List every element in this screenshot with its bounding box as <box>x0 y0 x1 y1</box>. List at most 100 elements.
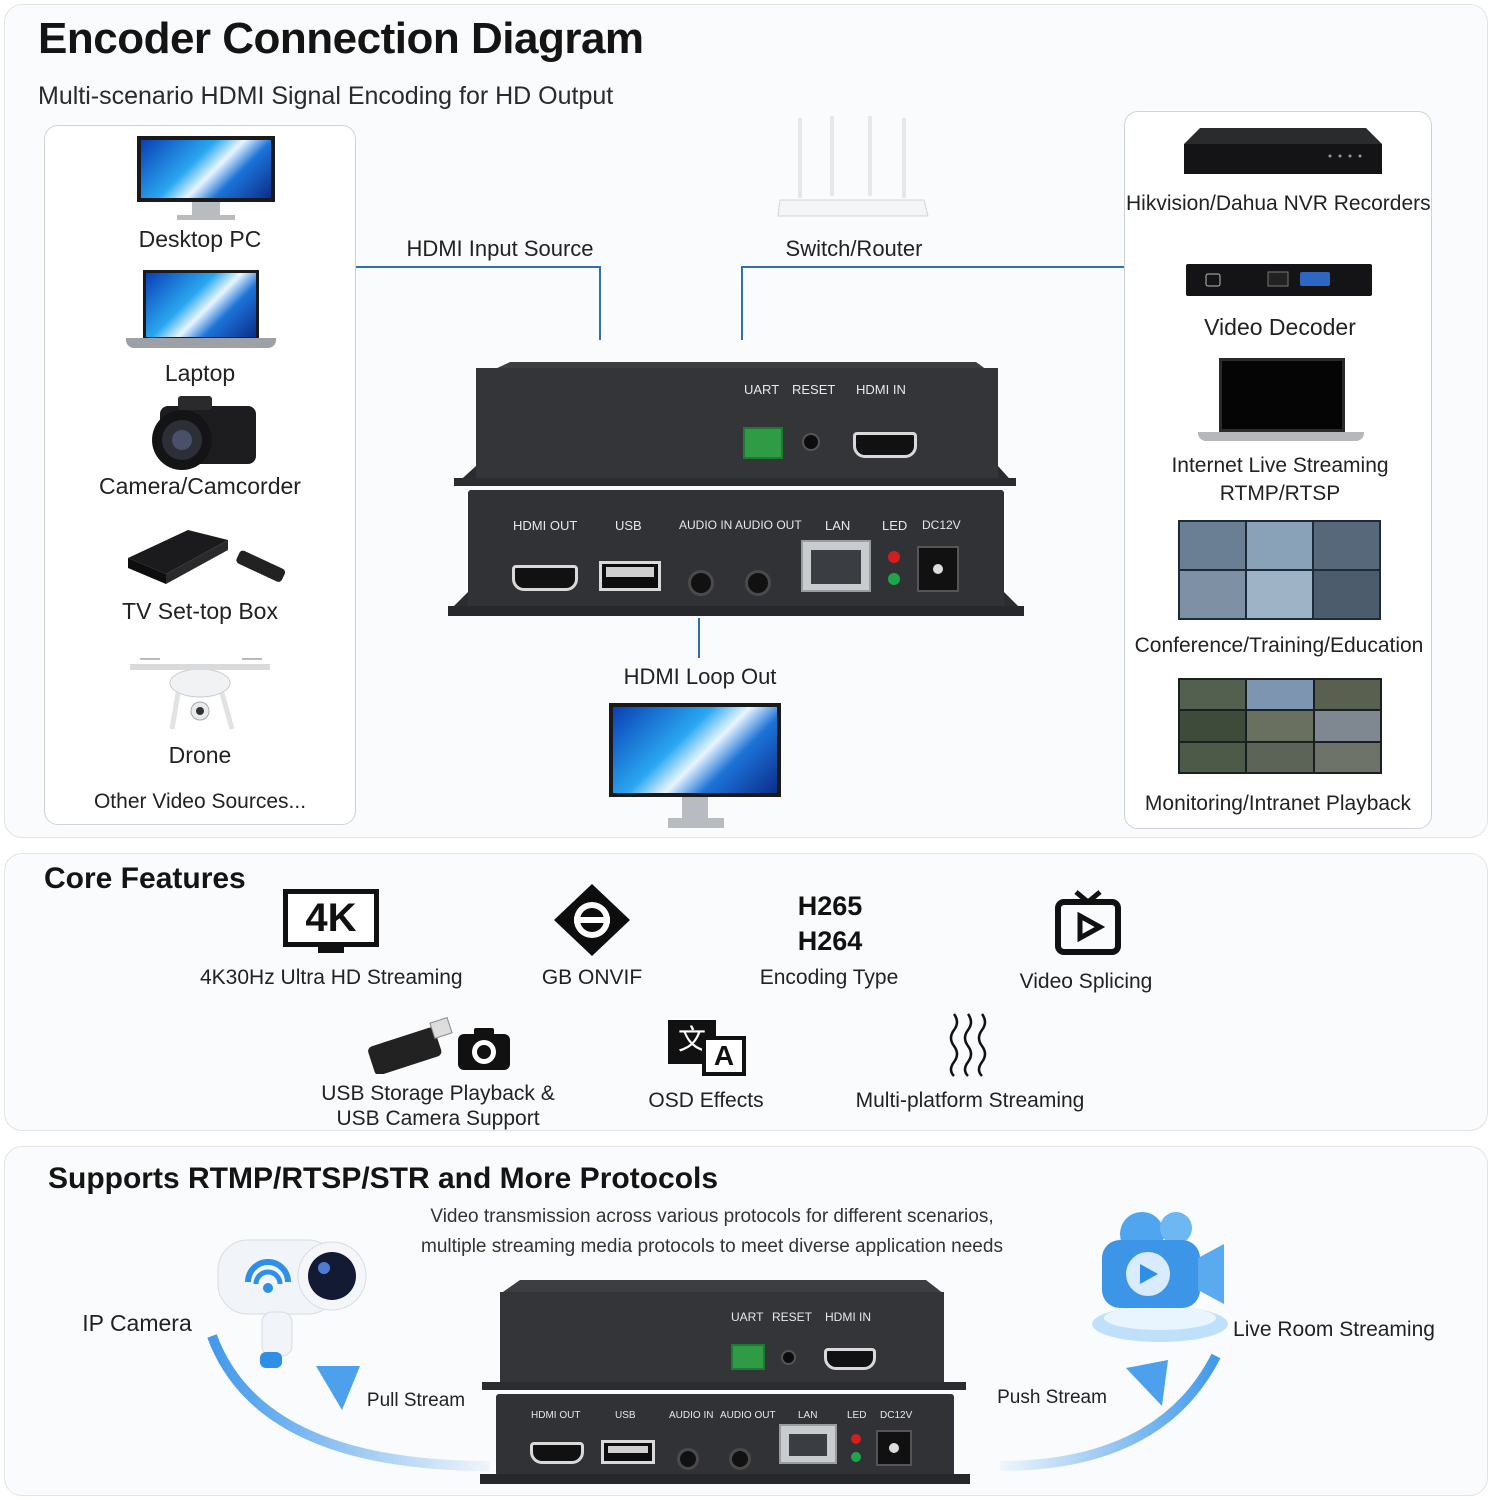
bottom-port-label-reset: RESET <box>772 1310 813 1324</box>
source-drone: Drone <box>168 742 232 768</box>
bottom-usb-port <box>601 1440 655 1464</box>
led-red <box>888 551 900 563</box>
desktop-pc-base <box>177 215 235 220</box>
conference-tile <box>1314 571 1379 618</box>
desktop-pc-image <box>137 136 275 202</box>
loop-out-monitor-base <box>668 818 724 828</box>
live-room-streaming-icon <box>1092 1212 1228 1342</box>
bottom-uart-terminal <box>731 1344 765 1370</box>
other-video-sources: Other Video Sources... <box>93 790 307 813</box>
monitoring-tile <box>1314 742 1380 772</box>
tv-set-top-box-image <box>128 530 286 584</box>
h264-text: H264 <box>797 926 863 956</box>
dest-conference-training-education: Conference/Training/Education <box>1134 634 1424 657</box>
dest-monitoring-intranet-playback: Monitoring/Intranet Playback <box>1144 792 1412 815</box>
feature-gb-onvif: GB ONVIF <box>541 966 643 989</box>
4k-icon-text: 4K <box>305 896 357 940</box>
push-stream-label: Push Stream <box>997 1387 1107 1408</box>
feature-usb-playback: USB Storage Playback & <box>321 1082 555 1105</box>
laptop-base <box>126 338 276 348</box>
switch-line-horizontal <box>741 266 1124 268</box>
monitoring-tile <box>1247 711 1313 741</box>
dest-internet-live-streaming: Internet Live Streaming <box>1171 454 1389 477</box>
source-camera-camcorder: Camera/Camcorder <box>99 473 301 499</box>
monitoring-video-grid-image <box>1178 678 1382 774</box>
port-label-audio-in: AUDIO IN <box>679 518 733 532</box>
loop-out-monitor-image <box>609 703 781 797</box>
port-label-lan: LAN <box>825 518 851 533</box>
usb-storage-icon <box>368 1016 453 1074</box>
encoder-device-top-shell <box>454 362 1016 486</box>
port-label-reset: RESET <box>792 382 836 397</box>
port-label-audio-out: AUDIO OUT <box>735 518 802 532</box>
feature-encoding-type: Encoding Type <box>759 966 899 989</box>
source-desktop-pc: Desktop PC <box>138 226 262 252</box>
4k-icon-base <box>318 947 344 953</box>
monitoring-tile <box>1314 711 1380 741</box>
dest-rtmp-rtsp: RTMP/RTSP <box>1219 482 1341 505</box>
hdmi-loop-out-label: HDMI Loop Out <box>623 664 777 689</box>
monitoring-tile <box>1247 742 1313 772</box>
ip-camera-image <box>217 1239 367 1368</box>
streaming-laptop-image <box>1219 358 1345 432</box>
protocols-description-line1: Video transmission across various protoc… <box>430 1206 994 1227</box>
led-green <box>888 573 900 585</box>
dc12v-jack <box>917 546 959 592</box>
encoder-device-bottom-top-shell <box>482 1280 966 1390</box>
bottom-port-label-audio-in: AUDIO IN <box>669 1410 714 1421</box>
page-title: Encoder Connection Diagram <box>38 14 644 63</box>
4k-icon: 4K <box>283 889 379 947</box>
source-laptop: Laptop <box>164 360 236 386</box>
ip-camera-label: IP Camera <box>82 1310 192 1336</box>
conference-tile <box>1247 571 1312 618</box>
feature-osd-effects: OSD Effects <box>648 1089 764 1112</box>
bottom-dc12v-jack <box>876 1430 912 1466</box>
bottom-port-label-usb: USB <box>615 1410 636 1421</box>
usb-camera-icon <box>458 1028 510 1070</box>
hdmi-in-port <box>853 432 917 458</box>
monitoring-tile <box>1314 680 1380 710</box>
laptop-image <box>143 270 259 340</box>
bottom-port-label-led: LED <box>847 1410 867 1421</box>
osd-icon-front: A <box>702 1036 746 1076</box>
router-image <box>777 116 929 217</box>
protocols-description-line2: multiple streaming media protocols to me… <box>421 1236 1003 1257</box>
monitoring-tile <box>1247 680 1313 710</box>
page-subtitle: Multi-scenario HDMI Signal Encoding for … <box>38 82 614 110</box>
monitoring-tile <box>1180 680 1246 710</box>
bottom-hdmi-in-port <box>824 1348 876 1370</box>
feature-multi-platform-streaming: Multi-platform Streaming <box>855 1089 1085 1112</box>
conference-tile <box>1180 522 1245 569</box>
bottom-port-label-hdmi-out: HDMI OUT <box>531 1410 581 1421</box>
reset-button <box>802 433 820 451</box>
switch-router-label: Switch/Router <box>785 236 923 261</box>
streaming-laptop-base <box>1198 432 1364 441</box>
audio-out-jack <box>745 570 771 596</box>
push-stream-arrow <box>999 1353 1221 1471</box>
camera-camcorder-image <box>152 396 256 470</box>
dest-video-decoder: Video Decoder <box>1204 314 1356 340</box>
bottom-port-label-hdmi-in: HDMI IN <box>825 1310 871 1324</box>
hdmi-input-line-vertical <box>599 266 601 340</box>
bottom-port-label-audio-out: AUDIO OUT <box>720 1410 776 1421</box>
port-label-hdmi-in: HDMI IN <box>856 382 906 397</box>
port-label-led: LED <box>882 518 908 533</box>
bottom-reset-button <box>781 1350 796 1365</box>
monitoring-tile <box>1180 742 1246 772</box>
hdmi-out-port <box>512 565 578 591</box>
bottom-hdmi-out-port <box>530 1442 584 1464</box>
port-label-uart: UART <box>744 382 780 397</box>
source-tv-set-top-box: TV Set-top Box <box>122 598 278 624</box>
bottom-audio-in-jack <box>677 1448 699 1470</box>
bottom-port-label-uart: UART <box>731 1310 764 1324</box>
uart-terminal <box>743 427 783 459</box>
switch-line-vertical <box>741 266 743 340</box>
osd-icon-glyph-a: A <box>713 1040 735 1071</box>
port-label-dc12v: DC12V <box>922 518 961 532</box>
pull-stream-label: Pull Stream <box>366 1390 466 1411</box>
feature-video-splicing: Video Splicing <box>1019 970 1153 993</box>
port-label-hdmi-out: HDMI OUT <box>513 518 578 533</box>
bottom-led-green <box>851 1452 861 1462</box>
audio-in-jack <box>688 570 714 596</box>
video-splicing-icon <box>1055 890 1121 955</box>
